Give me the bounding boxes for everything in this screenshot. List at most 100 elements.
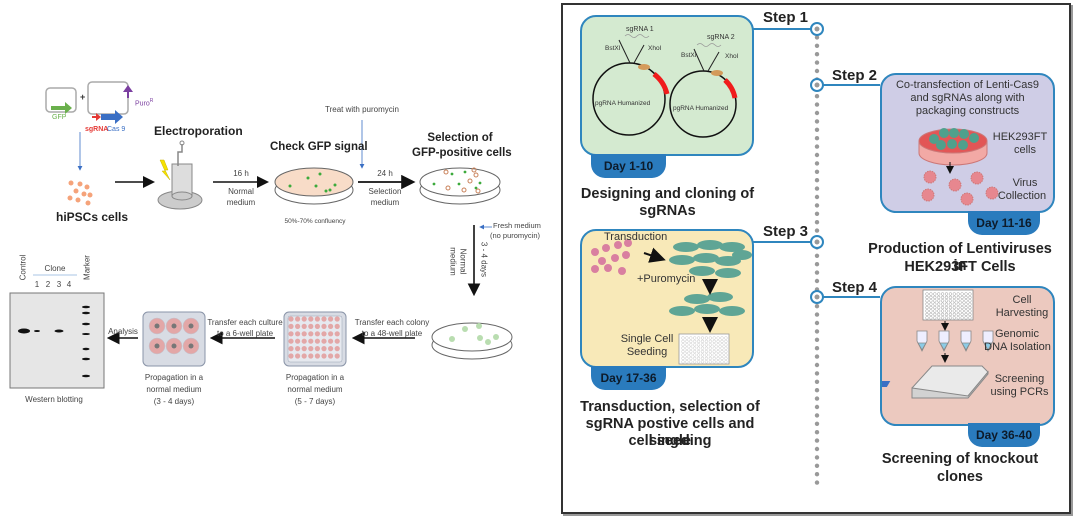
well bbox=[708, 360, 712, 364]
well bbox=[693, 343, 697, 347]
cas9-arrow-icon bbox=[101, 110, 123, 124]
well bbox=[925, 316, 929, 320]
well bbox=[700, 346, 705, 350]
well bbox=[716, 360, 720, 364]
well bbox=[960, 299, 964, 303]
fresh-medium-1: Fresh medium bbox=[493, 221, 541, 230]
well bbox=[696, 346, 701, 350]
well bbox=[334, 323, 340, 329]
well bbox=[937, 292, 941, 296]
plasmid2-name: pgRNA Humanized bbox=[673, 105, 729, 112]
well bbox=[933, 309, 937, 313]
well bbox=[968, 299, 972, 303]
step1-card: sgRNA 1 sgRNA 2 BstXI XhoI BstXI XhoI pg… bbox=[580, 15, 754, 156]
well bbox=[693, 353, 697, 357]
well bbox=[960, 295, 964, 299]
pcr-label-1: Screening bbox=[994, 373, 1045, 385]
prop-48-3: (5 - 7 days) bbox=[294, 397, 336, 406]
well bbox=[929, 292, 933, 296]
transduction-label: Transduction bbox=[604, 231, 668, 243]
well bbox=[956, 316, 960, 320]
arrow-16h-bottom-1: Normal bbox=[228, 187, 254, 196]
puromycin-label: +Puromycin bbox=[637, 273, 696, 285]
bstxi-label-2: BstXI bbox=[681, 52, 697, 59]
step3-card: Transduction +Puromycin Single Cell Seed… bbox=[580, 229, 754, 368]
well bbox=[712, 349, 716, 354]
well bbox=[295, 353, 301, 359]
well bbox=[681, 339, 685, 343]
check-gfp-label: Check GFP signal bbox=[270, 141, 368, 153]
hipsc-cells-label: hiPSCs cells bbox=[56, 210, 129, 224]
well bbox=[704, 356, 708, 360]
96-well-plate-icon bbox=[678, 333, 730, 365]
plasmid1-name: pgRNA Humanized bbox=[595, 100, 651, 107]
well bbox=[334, 331, 340, 337]
well bbox=[689, 339, 693, 343]
well bbox=[940, 312, 945, 316]
well bbox=[937, 302, 941, 306]
step4-label: Step 4 bbox=[832, 279, 878, 296]
pcr-label-2: using PCRs bbox=[990, 386, 1049, 398]
well bbox=[944, 306, 949, 310]
well bbox=[301, 338, 307, 344]
well bbox=[681, 356, 685, 360]
prop-48-1: Propagation in a bbox=[285, 373, 345, 382]
fresh-medium-2: (no puromycin) bbox=[490, 231, 541, 240]
well bbox=[937, 306, 941, 310]
step2-day-badge: Day 11-16 bbox=[968, 211, 1040, 235]
gfp-label: GFP bbox=[52, 114, 67, 121]
well bbox=[685, 349, 689, 354]
step3-graphic bbox=[591, 239, 752, 365]
down-arrow-days: 3 - 4 days bbox=[479, 241, 489, 278]
hek-label-1: HEK293FT bbox=[992, 131, 1048, 143]
well bbox=[704, 349, 708, 354]
well bbox=[308, 338, 314, 344]
well bbox=[708, 349, 712, 354]
well bbox=[940, 299, 945, 303]
step3-title-2: sgRNA postive cells and single bbox=[585, 416, 755, 449]
step4-title-1: Screening of knockout bbox=[881, 451, 1039, 467]
step4-day-badge: Day 36-40 bbox=[968, 423, 1040, 447]
well bbox=[925, 312, 929, 316]
well bbox=[929, 312, 933, 316]
prop-6-1: Propagation in a bbox=[144, 373, 204, 382]
well bbox=[288, 346, 294, 352]
well bbox=[700, 349, 705, 354]
well bbox=[960, 302, 964, 306]
wb-lane-3: 3 bbox=[56, 280, 62, 289]
well bbox=[328, 323, 334, 329]
well bbox=[693, 360, 697, 364]
well bbox=[328, 346, 334, 352]
well bbox=[693, 349, 697, 354]
well bbox=[689, 360, 693, 364]
well bbox=[308, 331, 314, 337]
well bbox=[288, 353, 294, 359]
well bbox=[689, 336, 693, 340]
well bbox=[929, 299, 933, 303]
well bbox=[944, 302, 949, 306]
well bbox=[948, 306, 952, 310]
thermocycler-icon bbox=[882, 365, 989, 399]
well bbox=[724, 360, 728, 364]
well bbox=[295, 331, 301, 337]
well bbox=[952, 299, 956, 303]
well bbox=[948, 316, 952, 320]
well bbox=[693, 346, 697, 350]
well bbox=[328, 316, 334, 322]
well bbox=[712, 346, 716, 350]
well bbox=[314, 353, 320, 359]
well bbox=[956, 299, 960, 303]
well bbox=[696, 349, 701, 354]
well bbox=[301, 331, 307, 337]
well bbox=[689, 349, 693, 354]
well bbox=[704, 346, 708, 350]
step1-title-2: sgRNAs bbox=[639, 203, 696, 219]
well bbox=[929, 306, 933, 310]
well bbox=[693, 336, 697, 340]
xhoi-label-2: XhoI bbox=[725, 53, 739, 60]
well bbox=[956, 302, 960, 306]
arrow-24h-bottom-2: medium bbox=[370, 198, 400, 207]
well bbox=[724, 343, 728, 347]
well bbox=[724, 336, 728, 340]
well bbox=[944, 299, 949, 303]
